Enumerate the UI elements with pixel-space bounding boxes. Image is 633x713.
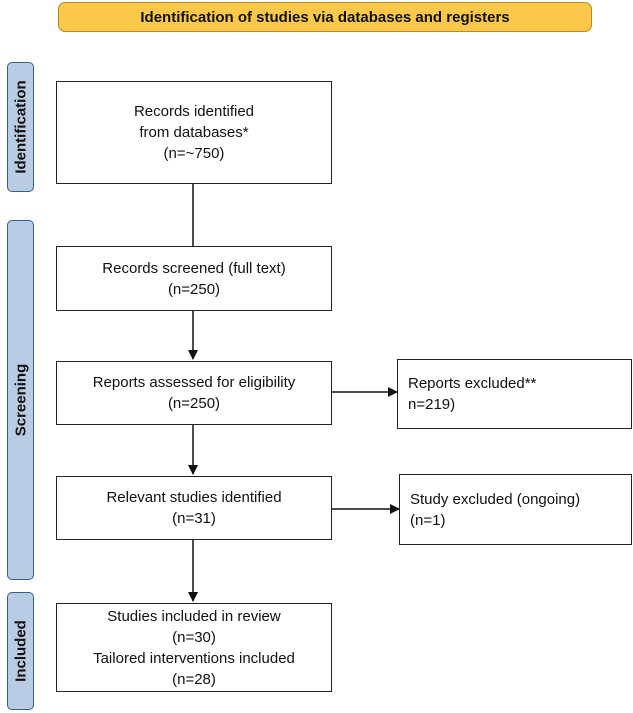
phase-screening: Screening: [7, 220, 34, 580]
diagram-title-banner: Identification of studies via databases …: [58, 2, 592, 32]
reports-assessed-count: (n=250): [167, 395, 221, 412]
records-screened-count: (n=250): [167, 280, 221, 298]
tailored-interventions-label: Tailored interventions included: [93, 649, 295, 667]
records-identified-line2: from databases*: [139, 124, 249, 141]
reports-assessed-label: Reports assessed for eligibility: [92, 374, 296, 391]
box-studies-included: Studies included in review (n=30) Tailor…: [56, 603, 332, 692]
relevant-studies-count: (n=31): [172, 510, 216, 527]
box-records-identified: Records identified from databases* (n=~7…: [56, 81, 332, 184]
reports-excluded-label: Reports excluded**: [408, 375, 537, 392]
box-reports-assessed: Reports assessed for eligibility (n=250): [56, 361, 332, 425]
phase-identification: Identification: [7, 62, 34, 192]
box-reports-excluded: Reports excluded** n=219): [397, 359, 632, 429]
box-study-excluded: Study excluded (ongoing) (n=1): [399, 474, 632, 545]
study-excluded-label: Study excluded (ongoing): [410, 490, 581, 508]
tailored-interventions-count: (n=28): [172, 670, 216, 688]
box-relevant-studies: Relevant studies identified (n=31): [56, 476, 332, 540]
relevant-studies-label: Relevant studies identified: [106, 489, 282, 506]
box-records-screened: Records screened (full text) (n=250): [56, 246, 332, 311]
studies-included-label: Studies included in review: [107, 607, 281, 625]
study-excluded-count: (n=1): [410, 511, 446, 529]
records-identified-line1: Records identified: [133, 103, 255, 120]
records-identified-count: (n=~750): [163, 145, 225, 162]
reports-excluded-count: n=219): [408, 396, 456, 413]
records-screened-label: Records screened (full text): [102, 259, 286, 277]
studies-included-count: (n=30): [172, 628, 216, 646]
phase-included: Included: [7, 592, 34, 710]
diagram-title: Identification of studies via databases …: [140, 8, 510, 26]
